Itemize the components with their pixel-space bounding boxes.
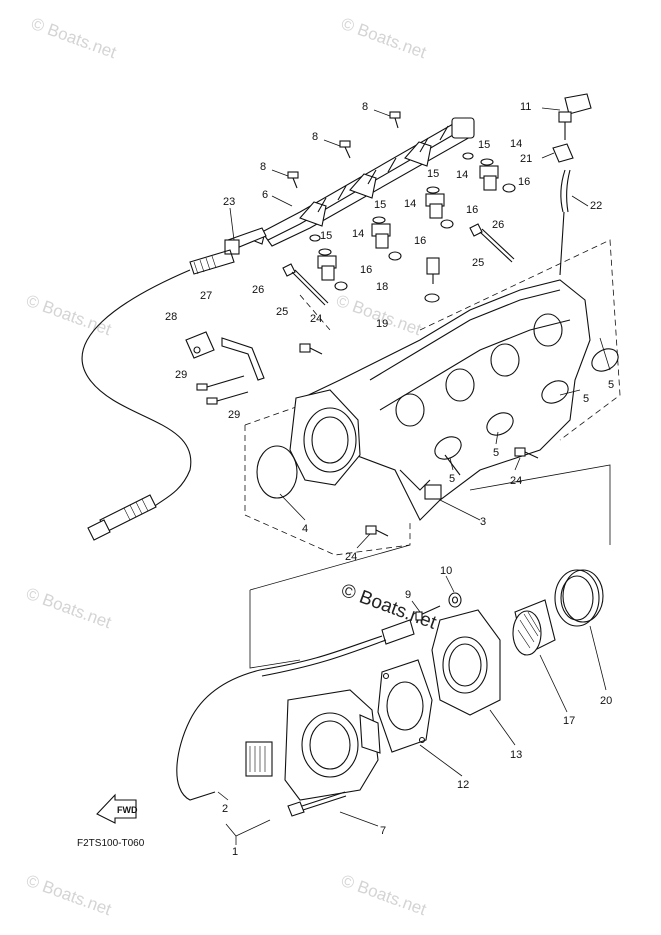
- callout-16: 16: [414, 235, 426, 247]
- filter-element-17: [512, 599, 556, 656]
- callout-24: 24: [310, 313, 322, 325]
- rail-bolt-1: [389, 111, 401, 129]
- callout-5: 5: [493, 447, 499, 459]
- injector-4: [479, 158, 499, 191]
- wiring-harness: [81, 269, 192, 541]
- callout-29: 29: [228, 409, 240, 421]
- watermark-mid-left: © Boats.net: [24, 291, 114, 339]
- callout-14: 14: [404, 198, 416, 210]
- manifold-o-rings-5: [434, 348, 619, 460]
- callout-29: 29: [175, 369, 187, 381]
- callout-15: 15: [478, 139, 490, 151]
- throttle-body: [245, 689, 381, 801]
- callout-14: 14: [456, 169, 468, 181]
- callout-28: 28: [165, 311, 177, 323]
- watermark-center: © Boats.net: [338, 580, 439, 634]
- watermark-mid-right: © Boats.net: [334, 291, 424, 339]
- callout-18: 18: [376, 281, 388, 293]
- callout-27: 27: [200, 290, 212, 302]
- callout-5: 5: [583, 393, 589, 405]
- callout-12: 12: [457, 779, 469, 791]
- injector-3: [425, 186, 445, 219]
- callout-2: 2: [222, 803, 228, 815]
- callout-15: 15: [320, 230, 332, 242]
- injector-o-rings: [309, 152, 516, 291]
- watermark-group: © Boats.net © Boats.net © Boats.net © Bo…: [24, 14, 440, 919]
- ring-20: [554, 569, 604, 627]
- gasket-12: [377, 659, 433, 753]
- bracket-27-28-29: [185, 331, 265, 405]
- callout-6: 6: [262, 189, 268, 201]
- bolts-24: [299, 343, 539, 537]
- callout-9: 9: [405, 589, 411, 601]
- bolt-7: [287, 791, 347, 817]
- callout-16: 16: [360, 264, 372, 276]
- sensor-18: [424, 257, 440, 303]
- map-sensor-assembly: [552, 93, 592, 276]
- callout-1: 1: [232, 846, 238, 858]
- callout-19: 19: [376, 318, 388, 330]
- fuel-injectors: [317, 158, 499, 281]
- watermark-lower-left: © Boats.net: [24, 584, 114, 632]
- callout-14: 14: [352, 228, 364, 240]
- adapter-13: [431, 609, 501, 716]
- callout-24: 24: [510, 475, 522, 487]
- watermark-top-left: © Boats.net: [29, 14, 119, 62]
- callout-23: 23: [223, 196, 235, 208]
- callout-8: 8: [260, 161, 266, 173]
- rail-bolt-3: [287, 171, 299, 189]
- assembly-outline-solid: [249, 464, 611, 669]
- callout-24: 24: [345, 551, 357, 563]
- o-ring-4: [256, 445, 298, 499]
- callout-14: 14: [510, 138, 522, 150]
- callout-17: 17: [563, 715, 575, 727]
- callout-3: 3: [480, 516, 486, 528]
- callout-labels: 8 8 8 6 23 11 21 22 14 15 16 14 15 14 15…: [165, 101, 614, 858]
- intake-manifold: [289, 279, 591, 521]
- bolt-9-washer-10: [415, 592, 462, 621]
- fuel-rail: [251, 117, 475, 247]
- callout-25: 25: [276, 306, 288, 318]
- fwd-arrow: FWD: [96, 793, 138, 824]
- leader-lines: [217, 107, 611, 845]
- watermark-top-right: © Boats.net: [339, 14, 429, 62]
- callout-11: 11: [520, 101, 531, 113]
- watermark-bottom-left: © Boats.net: [24, 871, 114, 919]
- watermark-bottom-right: © Boats.net: [339, 871, 429, 919]
- callout-8: 8: [362, 101, 368, 113]
- callout-5: 5: [449, 473, 455, 485]
- callout-20: 20: [600, 695, 612, 707]
- injector-2: [371, 216, 391, 249]
- rail-bolt-2: [339, 140, 351, 159]
- callout-10: 10: [440, 565, 452, 577]
- callout-16: 16: [466, 204, 478, 216]
- callout-21: 21: [520, 153, 532, 165]
- rail-bolts: [287, 111, 401, 189]
- callout-15: 15: [374, 199, 386, 211]
- fuel-connector-23: [189, 227, 267, 275]
- throttle-harness-connector: [176, 619, 415, 801]
- callout-16: 16: [518, 176, 530, 188]
- fwd-label: FWD: [117, 805, 138, 815]
- studs-25-26: [282, 223, 515, 306]
- callout-7: 7: [380, 825, 386, 837]
- callout-22: 22: [590, 200, 602, 212]
- diagram-code: F2TS100-T060: [77, 838, 145, 849]
- callout-13: 13: [510, 749, 522, 761]
- callout-5: 5: [608, 379, 614, 391]
- callout-26: 26: [252, 284, 264, 296]
- callout-26: 26: [492, 219, 504, 231]
- injector-1: [317, 248, 337, 281]
- callout-8: 8: [312, 131, 318, 143]
- callout-25: 25: [472, 257, 484, 269]
- callout-4: 4: [302, 523, 308, 535]
- callout-15: 15: [427, 168, 439, 180]
